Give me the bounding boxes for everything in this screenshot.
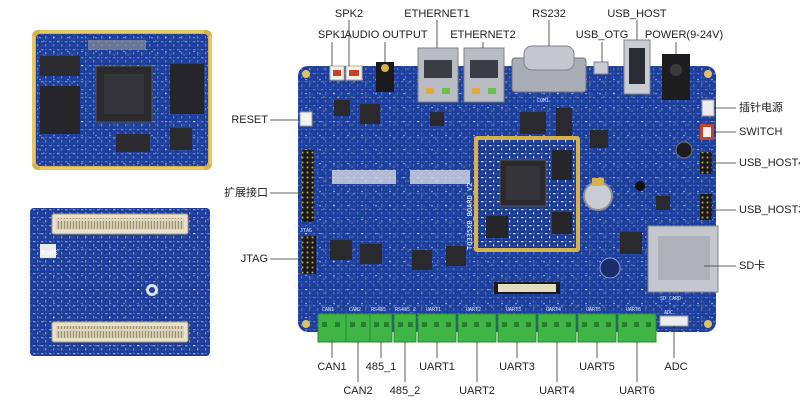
label-usb-otg: USB_OTG xyxy=(575,29,629,41)
silk-can2: CAN2 xyxy=(349,307,361,313)
label-power: POWER(9-24V) xyxy=(644,29,724,41)
label-usb-host3: USB_HOST3 xyxy=(739,204,800,216)
core-module-bottom: RoHS xyxy=(30,208,210,356)
label-uart3: UART3 xyxy=(499,361,535,373)
jtag-header xyxy=(302,236,316,274)
label-usb-host: USB_HOST xyxy=(607,8,667,20)
label-jtag: JTAG xyxy=(240,253,268,265)
label-sd-card: SD卡 xyxy=(739,260,766,272)
usb-host3-header xyxy=(700,194,712,220)
label-can1: CAN1 xyxy=(317,361,347,373)
label-spk2: SPK2 xyxy=(334,8,364,20)
core-module-top xyxy=(32,30,212,170)
label-485-2: 485_2 xyxy=(389,385,421,397)
label-usb-host4: USB_HOST4 xyxy=(739,157,800,169)
terminal-can1 xyxy=(317,313,347,343)
usb-host4-header xyxy=(700,152,712,174)
terminal-uart3 xyxy=(497,313,537,343)
label-uart2: UART2 xyxy=(459,385,495,397)
label-uart5: UART5 xyxy=(579,361,615,373)
terminal-can2 xyxy=(345,313,371,343)
label-expansion: 扩展接口 xyxy=(224,187,268,199)
adc-silk: ADC xyxy=(664,310,673,316)
silk-uart6: UART6 xyxy=(626,307,641,313)
terminal-blocks: CAN1 CAN2 RS485 RS485_2 UART1 UART2 UART… xyxy=(317,307,657,343)
terminal-uart4 xyxy=(537,313,577,343)
adc-header xyxy=(659,315,689,327)
silk-uart1: UART1 xyxy=(426,307,441,313)
terminal-485-1 xyxy=(369,313,393,343)
rohs-mark: RoHS xyxy=(41,249,58,257)
label-485-1: 485_1 xyxy=(365,361,397,373)
label-audio-output: AUDIO OUTPUT xyxy=(344,29,428,41)
label-ethernet2: ETHERNET2 xyxy=(450,29,516,41)
silk-rs485-2: RS485_2 xyxy=(395,307,416,313)
power-jack xyxy=(662,54,690,100)
terminal-uart6 xyxy=(617,313,657,343)
expansion-header xyxy=(302,150,314,222)
com1-silk: COM1 xyxy=(537,98,549,104)
silk-uart4: UART4 xyxy=(546,307,561,313)
terminal-uart2 xyxy=(457,313,497,343)
flash-chip xyxy=(40,86,80,134)
label-switch: SWITCH xyxy=(739,126,783,138)
leader-lines xyxy=(270,20,736,382)
label-reset: RESET xyxy=(231,114,268,126)
reset-button xyxy=(299,111,313,127)
label-can2: CAN2 xyxy=(343,385,373,397)
silk-uart2: UART2 xyxy=(466,307,481,313)
label-spk1: SPK1 xyxy=(317,29,347,41)
label-uart6: UART6 xyxy=(619,385,655,397)
audio-jack xyxy=(376,62,394,92)
label-adc: ADC xyxy=(664,361,688,373)
rtc-battery xyxy=(583,181,613,211)
pin-power-header xyxy=(701,99,715,117)
board-name-silk: TQ335XB_BOARD_V2 xyxy=(466,183,474,250)
label-rs232: RS232 xyxy=(532,8,566,20)
silk-uart3: UART3 xyxy=(506,307,521,313)
label-uart1: UART1 xyxy=(419,361,455,373)
label-ethernet1: ETHERNET1 xyxy=(404,8,470,20)
usb-otg-port xyxy=(593,61,609,75)
memory-chip xyxy=(170,64,204,114)
silk-rs485: RS485 xyxy=(371,307,386,313)
silk-can1: CAN1 xyxy=(322,307,334,313)
mounted-core-module xyxy=(474,136,580,252)
terminal-uart1 xyxy=(417,313,457,343)
label-pin-power: 插针电源 xyxy=(739,102,783,114)
carrier-board: COM1 JTAG xyxy=(298,39,719,343)
sd-card-silk: SD_CARD xyxy=(660,296,681,302)
terminal-uart5 xyxy=(577,313,617,343)
silk-uart5: UART5 xyxy=(586,307,601,313)
jtag-silk: JTAG xyxy=(300,228,312,234)
terminal-485-2 xyxy=(393,313,417,343)
label-uart4: UART4 xyxy=(539,385,575,397)
